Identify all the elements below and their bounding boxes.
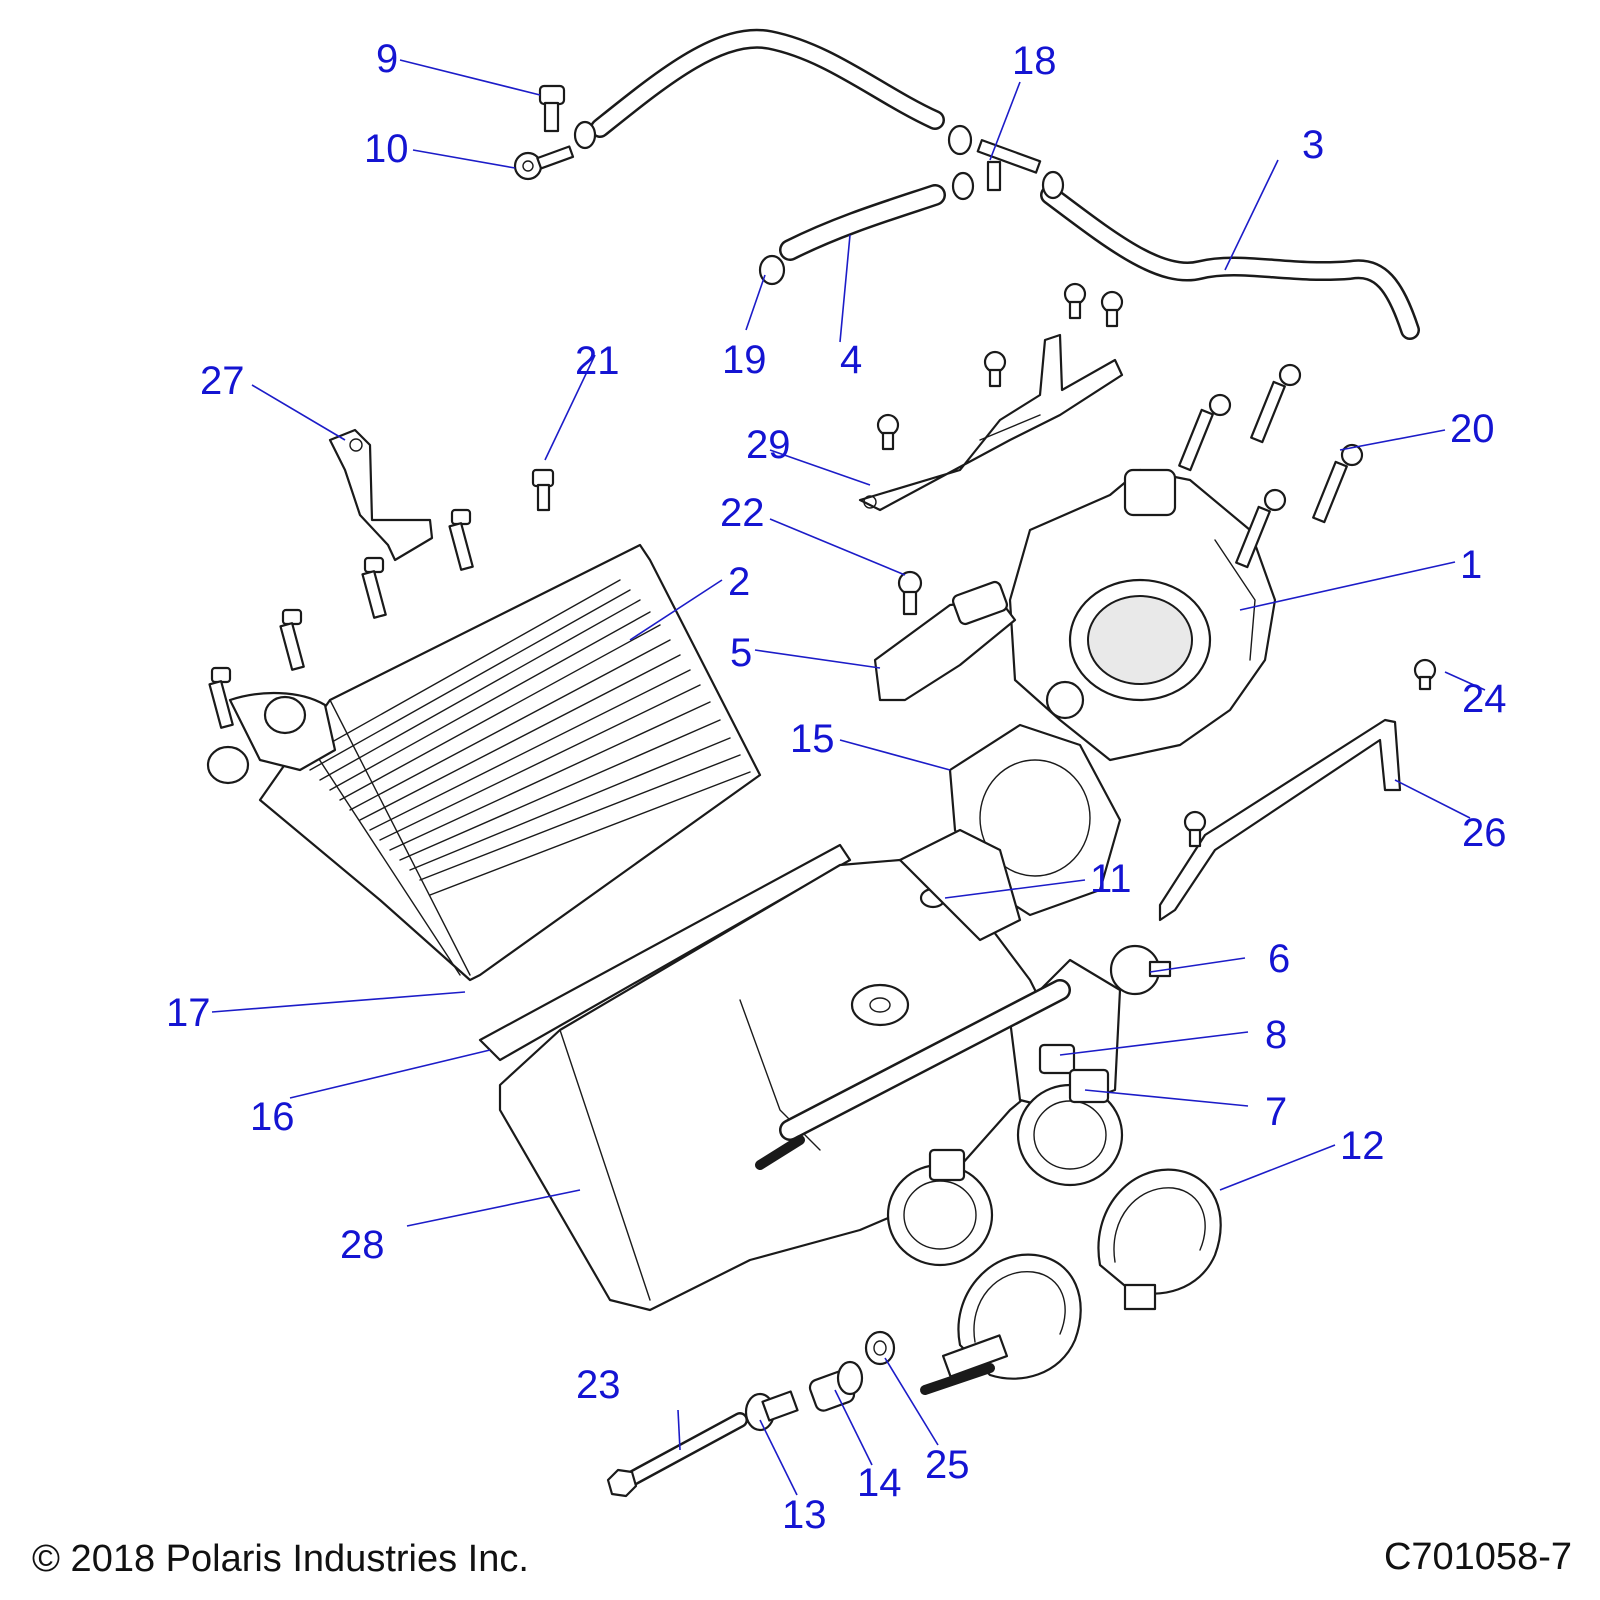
bolt-9 [538, 84, 566, 133]
callout-28: 28 [340, 1223, 385, 1267]
stud-bolt [208, 666, 234, 729]
callout-5: 5 [730, 631, 752, 675]
callout-14: 14 [857, 1461, 902, 1505]
tee-fitting-18 [976, 139, 1042, 192]
map-sensor-5 [873, 580, 1017, 702]
callout-21: 21 [575, 339, 620, 383]
stud-bolt [279, 608, 305, 671]
hose-clamp [947, 124, 973, 156]
callout-25: 25 [925, 1443, 970, 1487]
banjo-fitting-10 [513, 145, 575, 181]
injector-connector-7 [1068, 1068, 1110, 1104]
callout-4: 4 [840, 338, 862, 382]
fuel-rail [755, 979, 1071, 1170]
hose-upper [590, 28, 945, 138]
callout-18: 18 [1012, 39, 1057, 83]
callout-1: 1 [1460, 543, 1482, 587]
bolt-22 [897, 570, 923, 616]
drawing-number: C701058-7 [1383, 1536, 1572, 1578]
hose-clamp-19 [758, 254, 786, 286]
bracket-27 [328, 428, 434, 562]
callout-2: 2 [728, 560, 750, 604]
callout-26: 26 [1462, 811, 1507, 855]
hose-clamp [573, 120, 597, 150]
bolt-small [983, 350, 1007, 388]
callout-13: 13 [782, 1493, 827, 1537]
hose-4 [779, 184, 946, 261]
bolt-21 [531, 468, 555, 512]
callout-22: 22 [720, 491, 765, 535]
callout-15: 15 [790, 717, 835, 761]
leader-lines [211, 59, 1486, 1496]
bracket-26 [1158, 718, 1402, 922]
callout-3: 3 [1302, 123, 1324, 167]
callout-24: 24 [1462, 677, 1507, 721]
pressure-regulator-6 [1109, 944, 1172, 996]
v-band-clamp-12 [1097, 1168, 1222, 1311]
stud-bolt [448, 508, 474, 571]
hose-clamp [951, 171, 975, 201]
bracket-29 [858, 333, 1124, 512]
callout-29: 29 [746, 423, 791, 467]
washer-13 [744, 1390, 799, 1432]
bolt-small [876, 413, 900, 451]
callout-10: 10 [364, 127, 409, 171]
callout-6: 6 [1268, 937, 1290, 981]
callout-27: 27 [200, 359, 245, 403]
callout-11: 11 [1090, 857, 1132, 901]
bolt-24 [1413, 658, 1437, 691]
stud-bolt [361, 556, 387, 619]
callout-17: 17 [166, 991, 211, 1035]
washer-25 [864, 1330, 896, 1366]
callout-8: 8 [1265, 1013, 1287, 1057]
copyright-notice: © 2018 Polaris Industries Inc. [32, 1538, 529, 1580]
callout-23: 23 [576, 1363, 621, 1407]
bolt-23 [606, 1412, 748, 1498]
callout-9: 9 [376, 37, 398, 81]
injector-connector-8 [1038, 1043, 1076, 1075]
bolt-20 [1250, 363, 1302, 444]
callout-19: 19 [722, 338, 767, 382]
bolt-small [1063, 282, 1087, 320]
v-band-clamp [920, 1253, 1082, 1395]
intercooler-2 [206, 543, 762, 982]
bolt-20 [1312, 443, 1364, 524]
callout-20: 20 [1450, 407, 1495, 451]
bushing-14 [808, 1360, 864, 1412]
injector-connector [928, 1148, 966, 1182]
bolt-small [1100, 290, 1124, 328]
hose-3 [1040, 185, 1420, 340]
gasket-16 [478, 843, 852, 1062]
callout-labels: 1 2 3 4 5 6 7 8 9 10 11 12 13 14 15 16 1… [166, 37, 1507, 1537]
throttle-body-1 [1008, 468, 1277, 762]
bolt-small [1183, 810, 1207, 848]
bolt-20 [1235, 488, 1287, 569]
callout-7: 7 [1265, 1090, 1287, 1134]
bolt-20 [1178, 393, 1232, 472]
callout-16: 16 [250, 1095, 295, 1139]
hose-clamp [1041, 170, 1065, 200]
callout-12: 12 [1340, 1124, 1385, 1168]
